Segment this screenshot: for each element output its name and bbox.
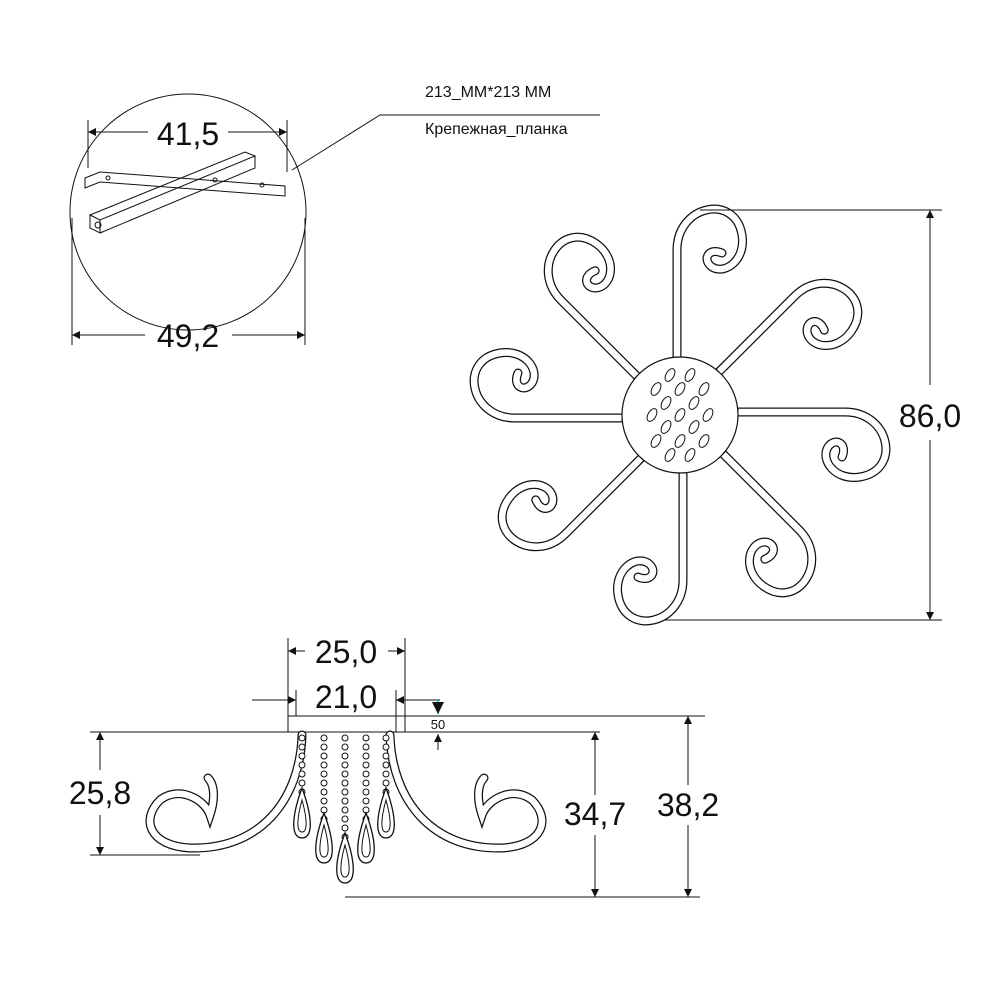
crystal bbox=[688, 420, 700, 434]
top-view: 86,0 bbox=[469, 204, 961, 626]
crystal bbox=[650, 434, 662, 448]
crystal bbox=[650, 382, 662, 396]
crystal bbox=[674, 382, 686, 396]
crystal bbox=[664, 448, 676, 462]
hub-crystals bbox=[646, 368, 714, 462]
dim-arm-height: 25,8 bbox=[69, 775, 131, 811]
dim-width-inner: 41,5 bbox=[157, 116, 219, 152]
dim-top-width: 25,0 bbox=[315, 634, 377, 670]
pendant bbox=[357, 734, 375, 864]
part-name: Крепежная_планка bbox=[425, 121, 568, 138]
crystal bbox=[684, 448, 696, 462]
crystal bbox=[660, 420, 672, 434]
arm bbox=[469, 348, 635, 423]
crystal bbox=[702, 408, 714, 422]
crystal bbox=[688, 396, 700, 410]
size-note: 213_ММ*213 ММ bbox=[425, 84, 551, 101]
side-view: 25,0 21,0 50 25,8 34,7 38,2 bbox=[69, 634, 719, 898]
mounting-bar-detail: 41,5 49,2 213_ММ*213 ММ Крепежная_планка bbox=[69, 84, 600, 354]
arm bbox=[725, 407, 891, 482]
crystal bbox=[646, 408, 658, 422]
pendant bbox=[336, 734, 354, 884]
pendant bbox=[377, 734, 395, 839]
side-arm-left bbox=[145, 730, 307, 853]
dim-body-height: 34,7 bbox=[564, 796, 626, 832]
pendant bbox=[315, 734, 333, 864]
dim-width-outer: 49,2 bbox=[157, 318, 219, 354]
leader-line bbox=[291, 114, 600, 171]
dim-total-height: 38,2 bbox=[657, 787, 719, 823]
crystal bbox=[698, 434, 710, 448]
crystal bbox=[660, 396, 672, 410]
crystal bbox=[698, 382, 710, 396]
dim-plate-width: 21,0 bbox=[315, 679, 377, 715]
mounting-bar-drawing bbox=[84, 151, 286, 234]
pendant bbox=[293, 734, 311, 839]
crystal bbox=[664, 368, 676, 382]
crystal bbox=[674, 408, 686, 422]
arm bbox=[672, 204, 747, 370]
crystal bbox=[684, 368, 696, 382]
detail-circle bbox=[69, 93, 307, 331]
arm bbox=[613, 460, 688, 626]
side-arm-right bbox=[385, 730, 547, 853]
dim-diameter: 86,0 bbox=[899, 398, 961, 434]
crystal-pendants bbox=[293, 734, 395, 884]
dim-plate-thickness: 50 bbox=[431, 717, 445, 732]
crystal bbox=[674, 434, 686, 448]
